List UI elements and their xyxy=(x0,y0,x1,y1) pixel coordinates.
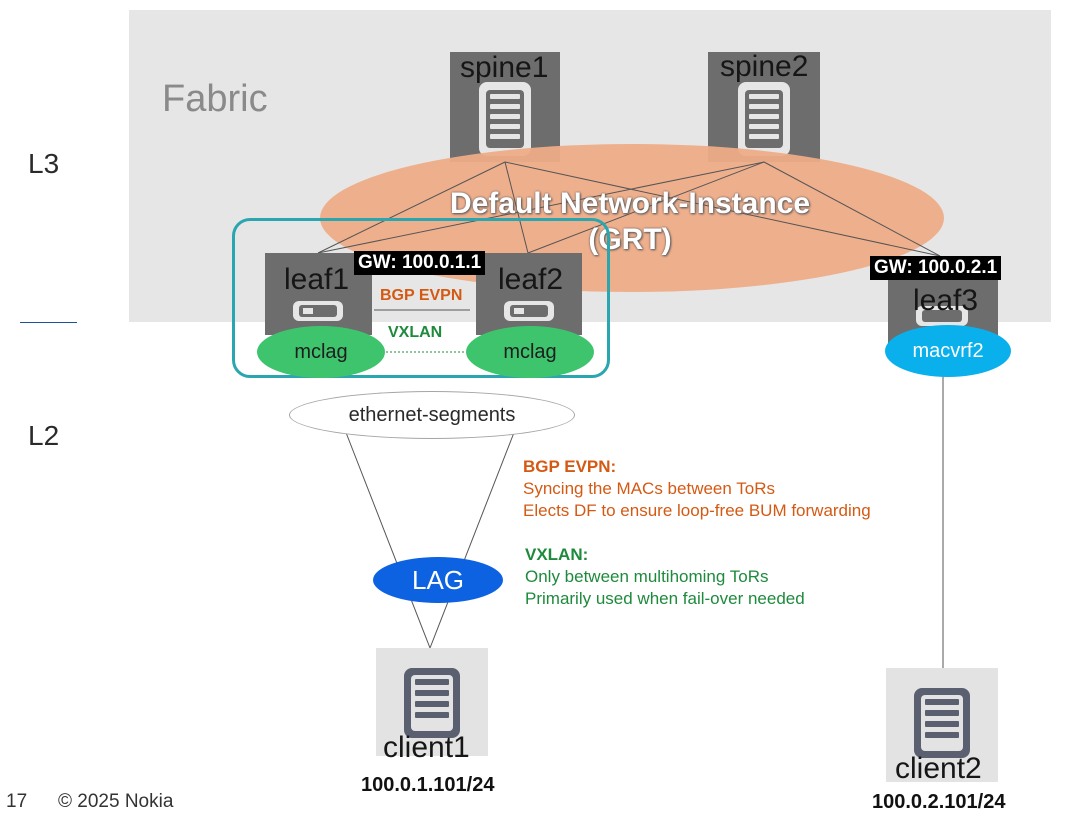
vxlan-note-line1: Only between multihoming ToRs xyxy=(525,567,769,586)
vxlan-note: VXLAN: Only between multihoming ToRs Pri… xyxy=(525,544,805,610)
lag-label: LAG xyxy=(411,564,465,595)
gateway-label-1: GW: 100.0.1.1 xyxy=(354,251,486,275)
client2-label: client2 xyxy=(895,752,982,785)
client1-label: client1 xyxy=(383,731,470,764)
server-rack-icon xyxy=(738,82,790,156)
switch-icon xyxy=(504,301,554,321)
ethernet-segments-label: ethernet-segments xyxy=(348,403,516,426)
ethernet-segments-ellipse: ethernet-segments xyxy=(289,391,575,439)
server-rack-icon xyxy=(479,82,531,156)
fabric-label: Fabric xyxy=(162,78,268,120)
grt-title: Default Network-Instance (GRT) xyxy=(400,186,860,258)
mclag-left-label: mclag xyxy=(294,340,348,363)
bgp-evpn-note: BGP EVPN: Syncing the MACs between ToRs … xyxy=(523,456,871,522)
leaf2-node xyxy=(476,253,582,335)
mclag-right-label: mclag xyxy=(503,340,557,363)
bgp-evpn-tag: BGP EVPN xyxy=(380,287,463,304)
client1-node xyxy=(376,648,488,756)
leaf2-label: leaf2 xyxy=(498,263,564,296)
layer-divider xyxy=(20,322,77,323)
copyright: © 2025 Nokia xyxy=(58,791,174,812)
switch-icon xyxy=(293,301,343,321)
gateway-label-2: GW: 100.0.2.1 xyxy=(870,256,1002,280)
bgp-evpn-note-heading: BGP EVPN: xyxy=(523,457,617,476)
bgp-evpn-note-line1: Syncing the MACs between ToRs xyxy=(523,479,775,498)
leaf3-label: leaf3 xyxy=(913,284,979,317)
server-icon xyxy=(404,668,460,738)
mclag-right-ellipse: mclag xyxy=(466,326,594,378)
grt-title-line1: Default Network-Instance xyxy=(449,187,811,220)
client1-ip: 100.0.1.101/24 xyxy=(361,774,495,796)
bgp-evpn-note-line2: Elects DF to ensure loop-free BUM forwar… xyxy=(523,501,871,520)
client2-ip: 100.0.2.101/24 xyxy=(872,791,1006,813)
vxlan-tag: VXLAN xyxy=(388,324,443,341)
vxlan-note-heading: VXLAN: xyxy=(525,545,589,564)
client2-node xyxy=(886,668,998,782)
macvrf2-ellipse: macvrf2 xyxy=(885,325,1011,377)
leaf1-label: leaf1 xyxy=(284,263,350,296)
switch-icon xyxy=(916,306,968,326)
mclag-pair-box xyxy=(232,218,610,378)
spine2-node xyxy=(708,52,820,162)
layer-label-l2: L2 xyxy=(28,420,60,451)
lag-ellipse: LAG xyxy=(373,557,503,603)
vxlan-note-line2: Primarily used when fail-over needed xyxy=(525,589,805,608)
spine1-label: spine1 xyxy=(460,51,549,84)
spine2-label: spine2 xyxy=(720,50,809,83)
page-number: 17 xyxy=(6,791,28,812)
server-icon xyxy=(914,688,970,758)
macvrf2-label: macvrf2 xyxy=(912,339,984,362)
mclag-left-ellipse: mclag xyxy=(257,326,385,378)
spine1-node xyxy=(450,52,560,162)
layer-label-l3: L3 xyxy=(28,148,60,179)
